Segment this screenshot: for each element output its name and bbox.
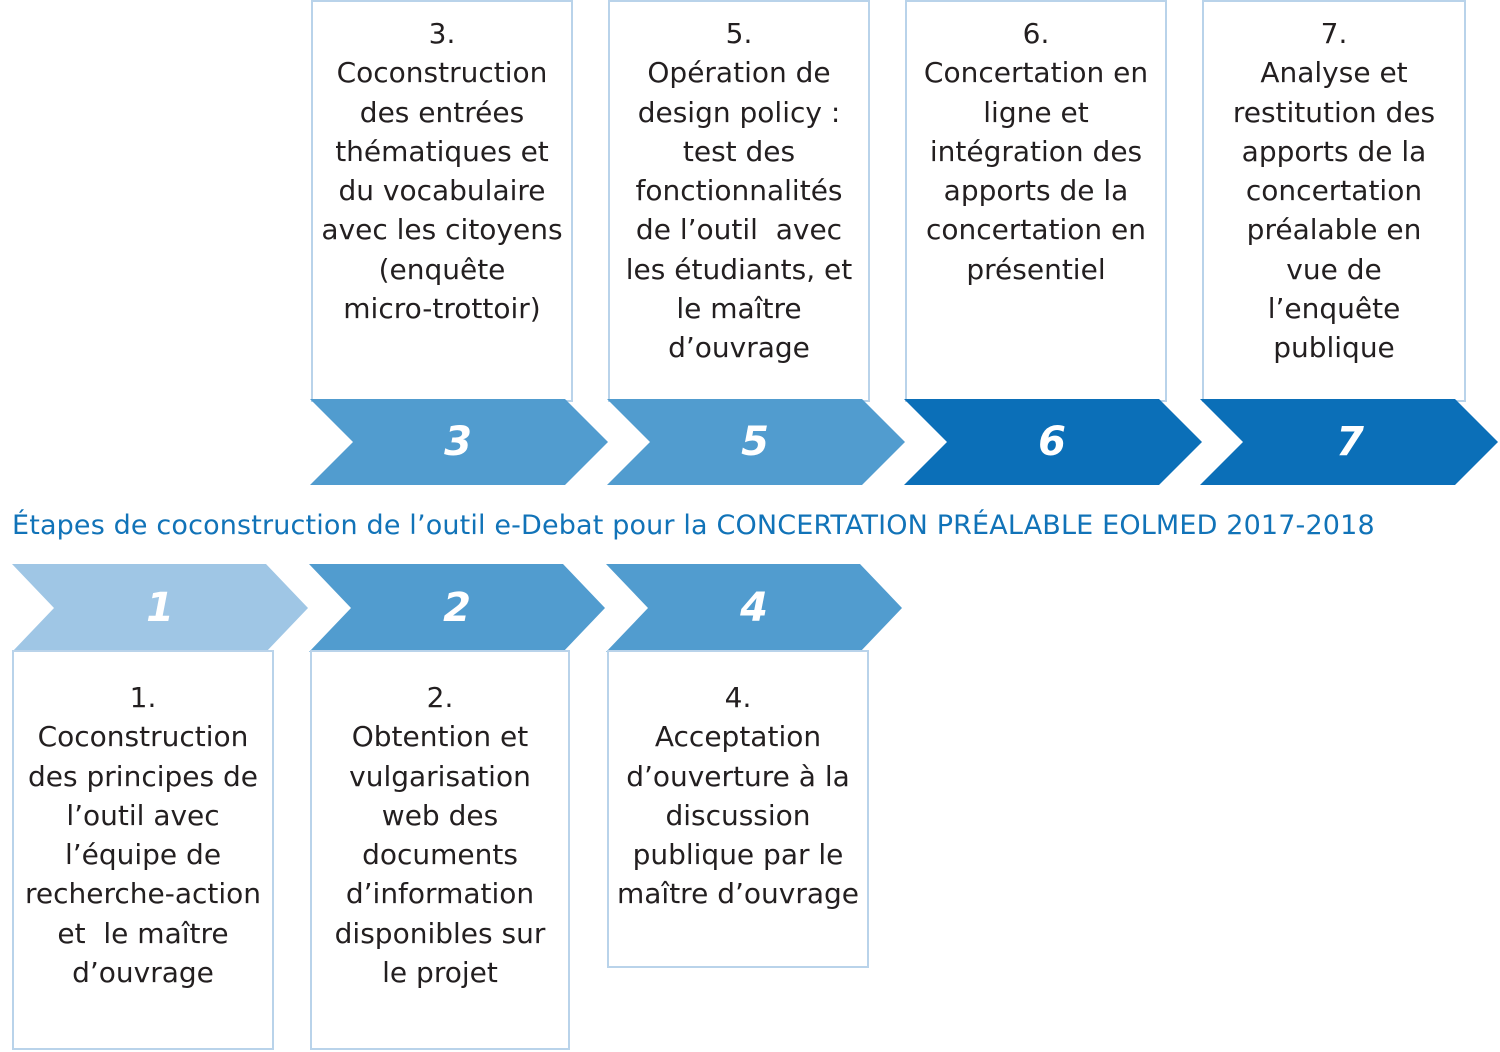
step-5-text-line: test des [682, 134, 796, 168]
step-6-number-label: 6. [1022, 17, 1050, 50]
step-7-arrow-number: 7 [1336, 419, 1364, 465]
step-6-text-line: concertation en [925, 213, 1147, 247]
step-1-box: 1. Coconstruction des principes de l’out… [12, 650, 274, 1050]
step-6-text-line: intégration des [929, 134, 1143, 168]
step-1-text-line: Coconstruction [37, 720, 249, 754]
step-5-text-line: Opération de [647, 56, 831, 90]
step-7-text-line: publique [1273, 331, 1395, 365]
step-4-text-line: maître d’ouvrage [616, 877, 859, 911]
step-3-text-line: des entrées [359, 95, 525, 129]
step-1-text-line: recherche-action [24, 877, 262, 911]
step-7-text-line: restitution des [1232, 95, 1436, 129]
step-3-text-line: micro-trottoir) [343, 292, 541, 326]
step-3-number-label: 3. [428, 17, 456, 50]
step-4-arrow-number: 4 [740, 585, 768, 631]
step-6-text-line: présentiel [966, 252, 1106, 286]
step-4-text-line: publique par le [632, 838, 844, 872]
step-1-text-line: des principes de [28, 759, 258, 793]
step-3-arrow-number: 3 [444, 419, 472, 465]
step-7-text-line: apports de la [1241, 134, 1427, 168]
step-5-arrow-number: 5 [741, 419, 769, 465]
step-2-box: 2. Obtention et vulgarisation web des do… [310, 650, 570, 1050]
step-7-text-line: concertation [1245, 174, 1423, 208]
step-3-text-line: thématiques et [335, 134, 549, 168]
step-1-text-line: d’ouvrage [72, 956, 214, 990]
step-5-text-line: d’ouvrage [668, 331, 810, 365]
step-2-text-line: d’information [345, 877, 535, 911]
step-5-text-line: le maître [676, 292, 802, 326]
step-5-text-line: design policy : [637, 95, 841, 129]
step-2-text-line: le projet [382, 956, 498, 990]
step-2-arrow-number: 2 [443, 585, 471, 631]
step-6-text-line: ligne et [983, 95, 1089, 129]
step-1-number-label: 1. [129, 681, 157, 714]
step-3-chevron [310, 399, 608, 485]
step-7-text-line: l’enquête [1267, 292, 1401, 326]
step-6-box: 6. Concertation en ligne et intégration … [905, 0, 1167, 402]
step-2-number-label: 2. [426, 681, 454, 714]
step-2-text-line: disponibles sur [334, 916, 546, 950]
step-4-number-label: 4. [724, 681, 752, 714]
step-4-box: 4. Acceptation d’ouverture à la discussi… [607, 650, 869, 968]
step-5-text-line: fonctionnalités [635, 174, 843, 208]
step-3-text-line: avec les citoyens [321, 213, 563, 247]
step-3-text-line: Coconstruction [336, 56, 548, 90]
step-3-box: 3. Coconstruction des entrées thématique… [311, 0, 573, 402]
step-7-box: 7. Analyse et restitution des apports de… [1202, 0, 1466, 402]
step-2-chevron [309, 564, 605, 652]
step-6-text-line: apports de la [943, 174, 1129, 208]
step-1-text-line: l’équipe de [64, 838, 222, 872]
step-5-box: 5. Opération de design policy : test des… [608, 0, 870, 402]
step-2-text-line: vulgarisation [349, 759, 531, 793]
step-6-arrow-number: 6 [1038, 419, 1066, 465]
step-6-text-line: Concertation en [923, 56, 1149, 90]
step-2-text-line: Obtention et [351, 720, 529, 754]
step-1-text-line: et le maître [57, 916, 229, 950]
step-7-text-line: préalable en [1246, 213, 1422, 247]
step-2-text-line: documents [362, 838, 518, 872]
step-1-chevron [12, 564, 308, 652]
step-7-text-line: Analyse et [1260, 56, 1408, 90]
diagram-title: Étapes de coconstruction de l’outil e-De… [12, 510, 1375, 541]
step-3-text-line: (enquête [378, 252, 506, 286]
step-7-chevron [1200, 399, 1498, 485]
step-5-chevron [607, 399, 905, 485]
step-1-text-line: l’outil avec [66, 798, 220, 832]
step-7-text-line: vue de [1286, 252, 1382, 286]
step-5-number-label: 5. [725, 17, 753, 50]
step-2-text-line: web des [381, 798, 499, 832]
step-6-chevron [904, 399, 1202, 485]
step-3-text-line: du vocabulaire [338, 174, 546, 208]
step-4-chevron [606, 564, 902, 652]
step-7-number-label: 7. [1320, 17, 1348, 50]
step-5-text-line: de l’outil avec [635, 213, 843, 247]
step-4-text-line: discussion [665, 798, 811, 832]
step-4-text-line: d’ouverture à la [626, 759, 850, 793]
step-1-arrow-number: 1 [146, 585, 174, 631]
step-5-text-line: les étudiants, et [625, 252, 853, 286]
step-4-text-line: Acceptation [654, 720, 822, 754]
